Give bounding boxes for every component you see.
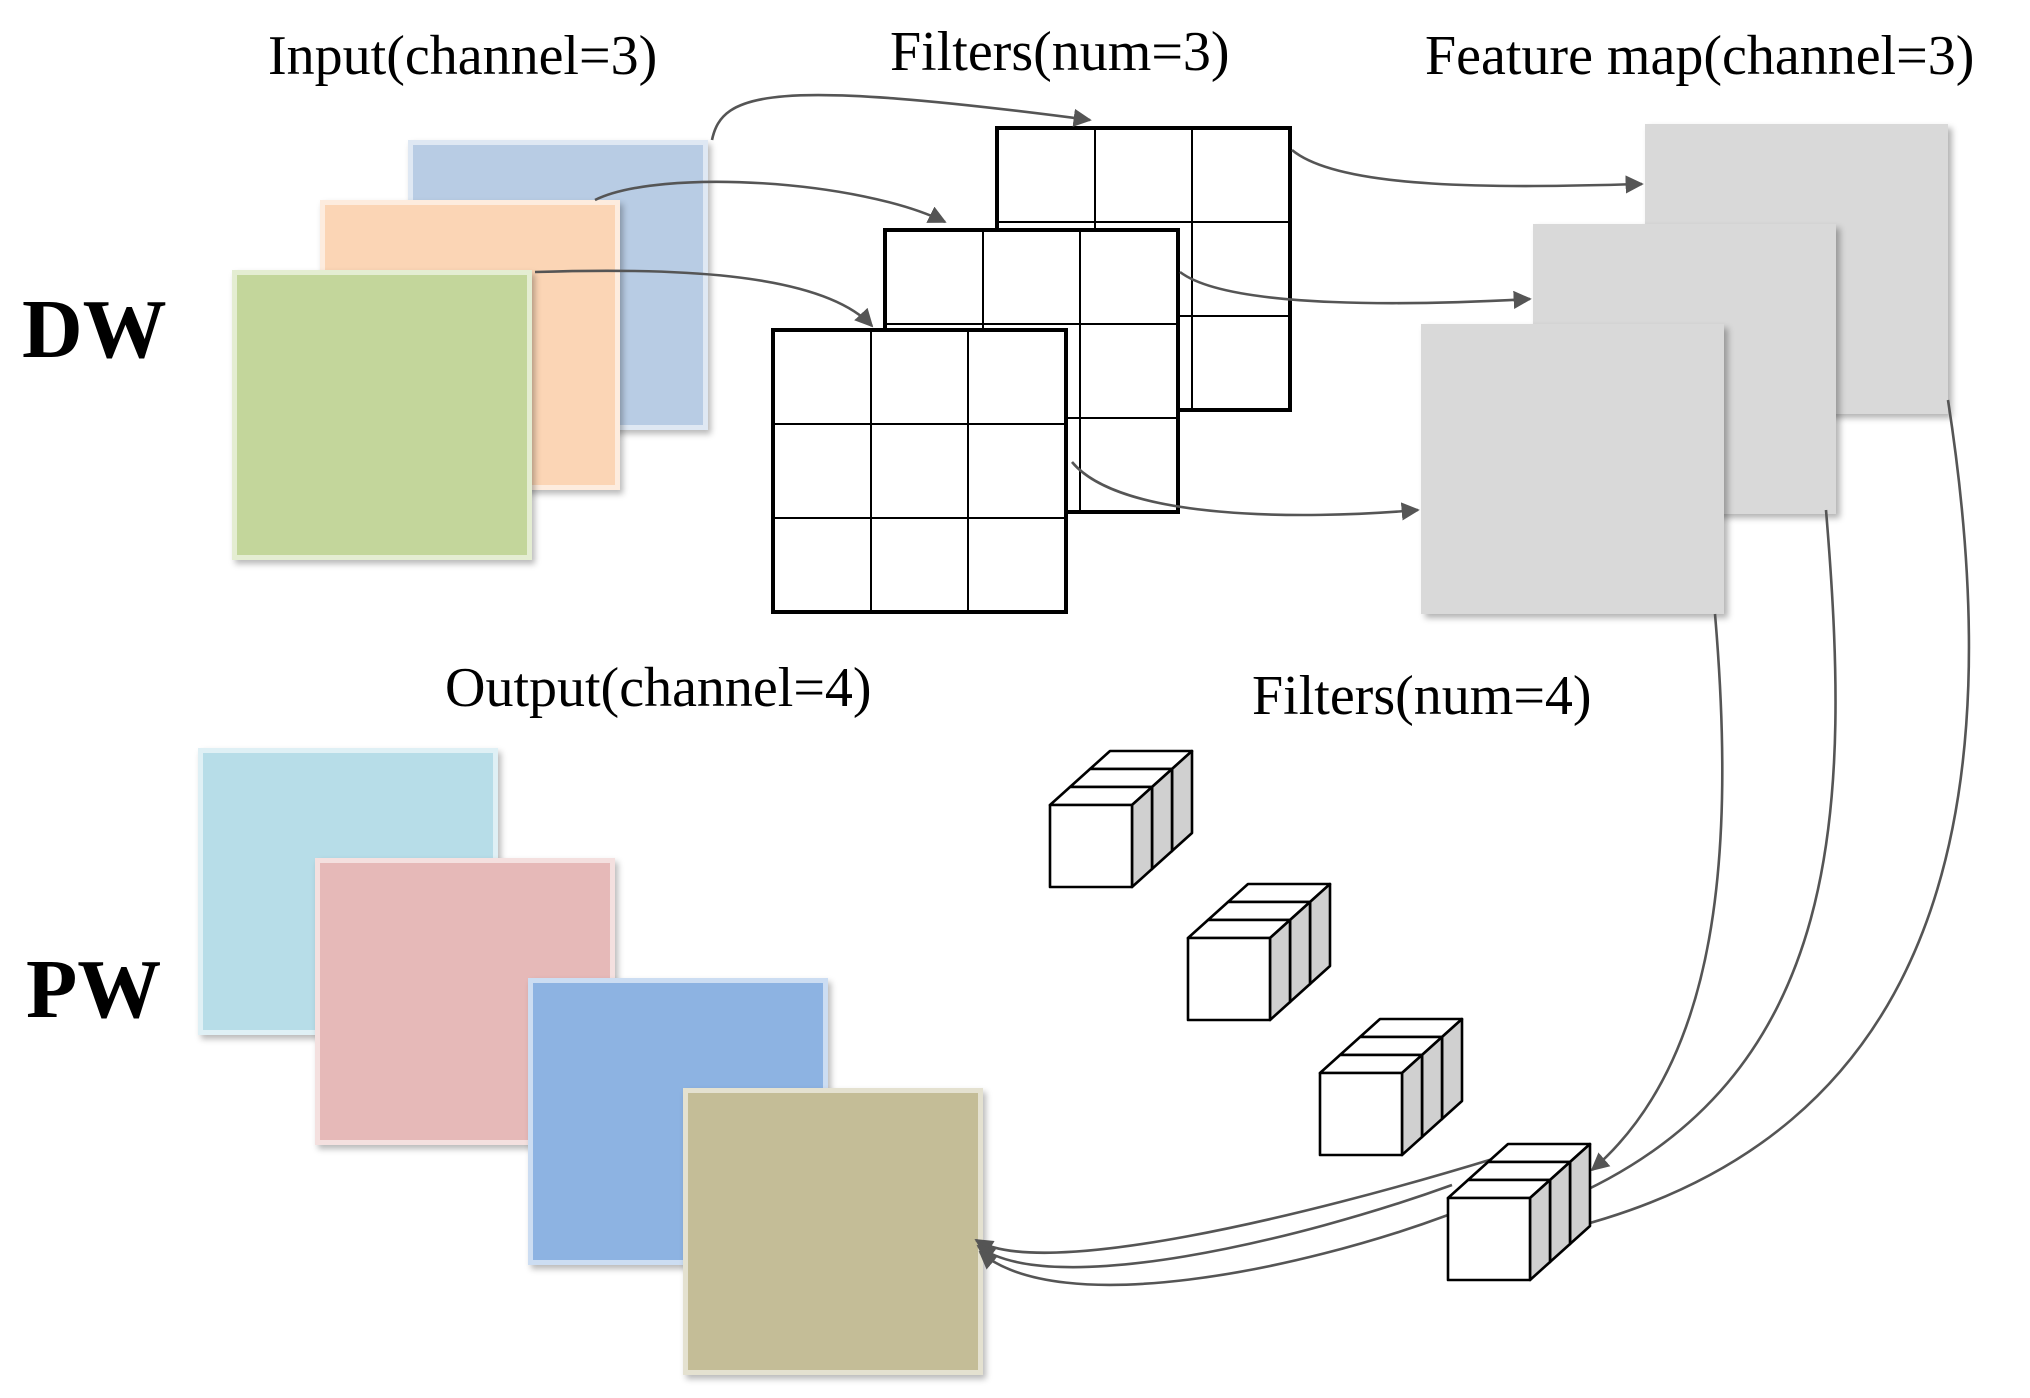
- pw-section-label: PW: [26, 943, 162, 1036]
- dw-filters-label: Filters(num=3): [890, 21, 1230, 83]
- feature-map-label: Feature map(channel=3): [1425, 25, 1975, 87]
- output-channel-plane: [683, 1088, 983, 1375]
- pw-filter-cube: [1446, 1142, 1592, 1282]
- dw-filter-grid: [771, 328, 1068, 614]
- input-label: Input(channel=3): [268, 25, 658, 87]
- pw-filter-cube: [1186, 882, 1332, 1022]
- filter-to-featuremap-arrow: [1179, 270, 1532, 309]
- filter-to-featuremap-arrow: [1291, 148, 1644, 194]
- pw-filter-cube: [1048, 749, 1194, 889]
- dw-section-label: DW: [22, 283, 167, 376]
- featuremap-to-cube-arrow: [1553, 399, 1971, 1238]
- input-to-filter-arrow: [594, 180, 947, 224]
- output-label: Output(channel=4): [445, 657, 872, 719]
- featuremap-to-cube-arrow: [1590, 613, 1724, 1172]
- input-channel-plane: [232, 270, 532, 560]
- input-to-filter-arrow: [710, 93, 1092, 141]
- input-to-filter-arrow: [534, 269, 874, 328]
- cube-to-output-arrow: [976, 1183, 1453, 1269]
- pw-filter-cube: [1318, 1017, 1464, 1157]
- pw-filters-label: Filters(num=4): [1252, 665, 1592, 727]
- cube-to-output-arrow: [974, 1156, 1497, 1257]
- cube-to-output-arrow: [978, 1213, 1449, 1287]
- featuremap-to-cube-arrow: [1558, 509, 1837, 1205]
- feature-map-plane: [1421, 324, 1724, 614]
- filter-to-featuremap-arrow: [1071, 461, 1420, 521]
